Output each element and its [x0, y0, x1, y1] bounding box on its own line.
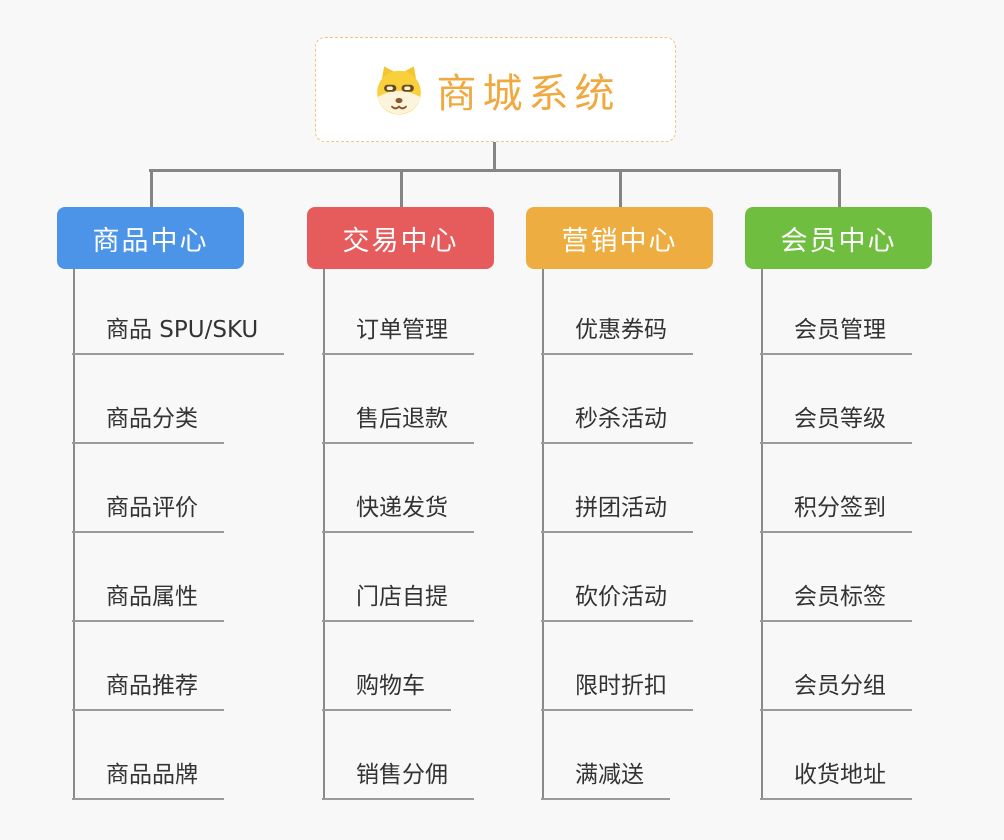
leaf-node[interactable]: 限时折扣 — [541, 669, 693, 711]
leaf-node[interactable]: 优惠券码 — [541, 313, 693, 355]
leaf-node[interactable]: 商品 SPU/SKU — [72, 313, 285, 355]
leaf-node[interactable]: 拼团活动 — [541, 491, 693, 533]
leaf-node[interactable]: 商品分类 — [72, 402, 224, 444]
leaf-node[interactable]: 会员管理 — [760, 313, 912, 355]
branch-node-2[interactable]: 交易中心 — [307, 207, 494, 269]
leaf-node[interactable]: 收货地址 — [760, 758, 912, 800]
leaf-node[interactable]: 会员分组 — [760, 669, 912, 711]
leaf-node[interactable]: 购物车 — [322, 669, 451, 711]
leaf-node[interactable]: 砍价活动 — [541, 580, 693, 622]
leaf-node[interactable]: 满减送 — [541, 758, 670, 800]
leaf-node[interactable]: 订单管理 — [322, 313, 474, 355]
leaf-node[interactable]: 商品推荐 — [72, 669, 224, 711]
leaf-node[interactable]: 商品品牌 — [72, 758, 224, 800]
leaf-node[interactable]: 售后退款 — [322, 402, 474, 444]
branch-node-4[interactable]: 会员中心 — [745, 207, 932, 269]
root-node-mall-system[interactable]: 商城系统 — [315, 37, 676, 142]
leaf-node[interactable]: 快递发货 — [322, 491, 474, 533]
connector-rail — [149, 169, 840, 172]
connector-drop — [619, 169, 622, 207]
leaf-node[interactable]: 会员等级 — [760, 402, 912, 444]
branch-spine — [761, 269, 763, 800]
root-connector-stem — [493, 141, 496, 171]
leaf-node[interactable]: 商品评价 — [72, 491, 224, 533]
connector-drop — [150, 169, 153, 207]
branch-spine — [323, 269, 325, 800]
connector-drop — [400, 169, 403, 207]
leaf-node[interactable]: 秒杀活动 — [541, 402, 693, 444]
branch-node-3[interactable]: 营销中心 — [526, 207, 713, 269]
dog-icon — [376, 65, 421, 114]
branch-spine — [73, 269, 75, 800]
branch-node-1[interactable]: 商品中心 — [57, 207, 244, 269]
leaf-node[interactable]: 销售分佣 — [322, 758, 474, 800]
leaf-node[interactable]: 积分签到 — [760, 491, 912, 533]
leaf-node[interactable]: 商品属性 — [72, 580, 224, 622]
connector-drop — [838, 169, 841, 207]
root-title: 商城系统 — [436, 70, 621, 117]
branch-spine — [542, 269, 544, 800]
leaf-node[interactable]: 会员标签 — [760, 580, 912, 622]
leaf-node[interactable]: 门店自提 — [322, 580, 474, 622]
